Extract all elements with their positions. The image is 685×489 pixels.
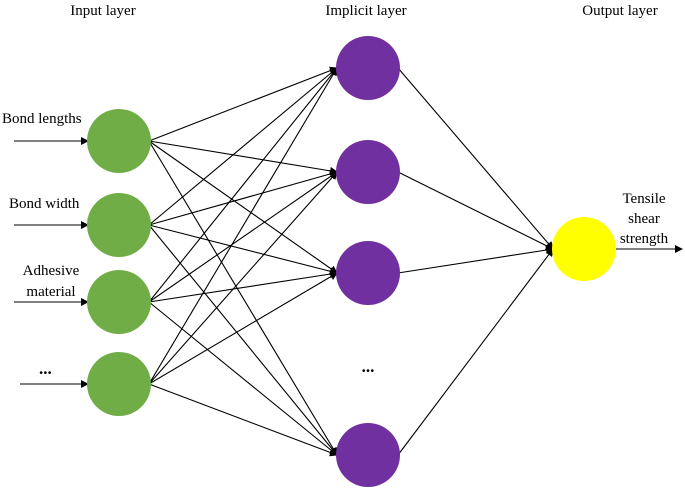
- edge-input-2-to-hidden-1: [148, 67, 338, 226]
- edge-input-2-to-hidden-2: [148, 170, 338, 226]
- input-node-1: [87, 109, 151, 173]
- edge-hidden-4-to-output: [397, 248, 554, 456]
- output-label-line-2: shear: [628, 211, 660, 227]
- output-node: [552, 217, 616, 281]
- input-label-3-line-2: material: [26, 284, 75, 300]
- edge-input-2-to-hidden-3: [148, 224, 338, 276]
- edge-hidden-3-to-output: [397, 246, 554, 274]
- input-label-3-line-1: Adhesive: [23, 263, 80, 279]
- input-node-2: [87, 193, 151, 257]
- input-label-4: ...: [39, 359, 52, 378]
- edge-input-4-to-hidden-4: [148, 383, 338, 457]
- edge-input-1-to-hidden-4: [148, 140, 338, 456]
- input-label-1: Bond lengths: [2, 111, 82, 127]
- nodes: [87, 36, 616, 487]
- hidden-node-1: [336, 36, 400, 100]
- edge-input-3-to-hidden-2: [148, 171, 338, 303]
- output-layer-title: Output layer: [582, 3, 657, 19]
- edge-input-3-to-hidden-1: [148, 67, 338, 303]
- connections: [14, 66, 683, 457]
- edge-hidden-1-to-output: [397, 67, 554, 250]
- edge-input-1-to-hidden-3: [148, 140, 338, 274]
- edge-input-4-to-hidden-1: [148, 67, 338, 385]
- implicit-layer-title: Implicit layer: [325, 3, 406, 19]
- input-node-4: [87, 352, 151, 416]
- input-node-3: [87, 270, 151, 334]
- edge-input-2-to-hidden-4: [148, 224, 338, 456]
- hidden-ellipsis: ...: [362, 357, 375, 376]
- edge-input-3-to-hidden-4: [148, 301, 338, 456]
- output-label-line-1: Tensile: [622, 191, 665, 207]
- input-layer-title: Input layer: [70, 3, 135, 19]
- edge-input-1-to-hidden-1: [148, 66, 338, 142]
- edge-input-3-to-hidden-3: [148, 270, 338, 303]
- edge-input-4-to-hidden-2: [148, 171, 338, 385]
- hidden-node-2: [336, 140, 400, 204]
- hidden-node-3: [336, 241, 400, 305]
- hidden-node-4: [336, 423, 400, 487]
- edge-hidden-2-to-output: [397, 171, 554, 250]
- edge-input-4-to-hidden-3: [148, 272, 338, 385]
- edge-input-1-to-hidden-2: [148, 140, 338, 175]
- input-label-2: Bond width: [9, 196, 80, 212]
- output-label-line-3: strength: [620, 231, 669, 247]
